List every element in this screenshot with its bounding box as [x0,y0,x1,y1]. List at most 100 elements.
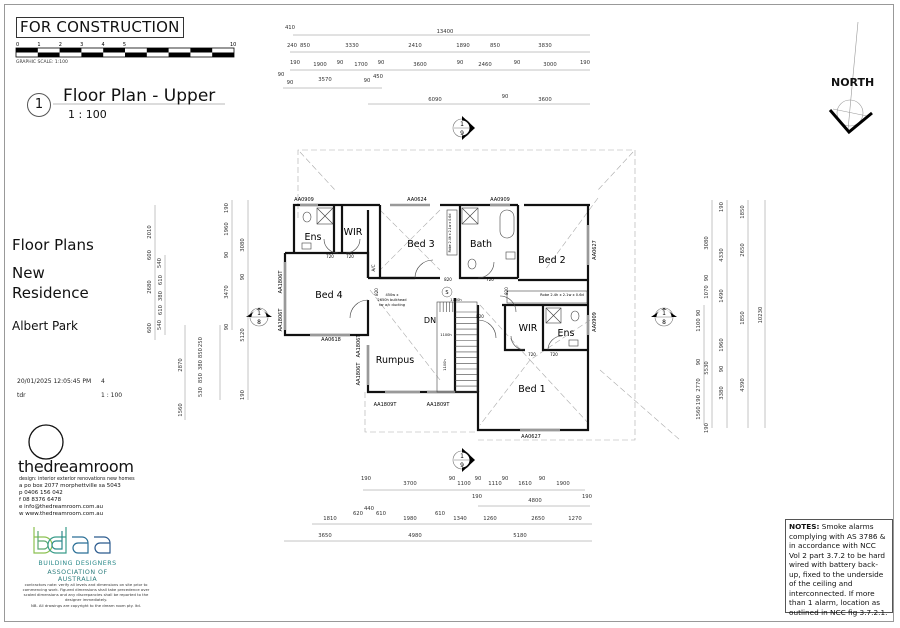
dimension-label: 600 [147,322,153,333]
section-sheet: 9 [460,462,464,469]
dimension-label: 380 [158,290,164,301]
dimension-label: 3080 [240,238,246,252]
dimension-label: 4330 [719,248,725,262]
dimension-label: 1100 [457,481,471,487]
title-block-scale: 1 : 100 [101,392,123,399]
annotation-label: 1100h [440,333,451,337]
dimension-label: 90 [224,251,230,258]
sheet-border [4,4,894,622]
scale-segment [146,48,169,53]
contact-fax: f 08 8376 6478 [19,497,62,503]
dimension-label: 190 [361,476,372,482]
graphic-scale-label: GRAPHIC SCALE: 1:100 [16,60,68,65]
dimension-label: 13400 [437,29,454,35]
annotation-label: 720 [326,254,334,259]
room-label-bath: Bath [470,239,492,250]
dimension-label: 6090 [428,97,442,103]
association-name: BUILDING DESIGNERS ASSOCIATION OF AUSTRA… [30,560,125,583]
dimension-label: 190 [580,60,591,66]
scale-tick-label: 1 [37,42,40,48]
dimension-label: 2410 [408,43,422,49]
window-tag: AA1809T [427,402,451,408]
dimension-label: 610 [158,304,164,315]
section-number: 1 [460,453,464,460]
room-label-ens: Ens [305,232,322,243]
dimension-label: 850 [490,43,501,49]
smoke-alarm-symbol: S [445,290,448,296]
dimension-label: 600 [147,249,153,260]
window-tag: AA1809T [374,402,398,408]
disclaimer-text: contractors note: verify all levels and … [22,582,150,602]
scale-segment [125,52,147,57]
contact-website: w www.thedreamroom.com.au [19,511,104,517]
section-marker[interactable]: 18 [246,307,272,327]
section-sheet: 9 [460,130,464,137]
drawn-by: tdr [17,392,26,399]
room-label-wir: WIR [344,227,363,238]
dimension-label: 1490 [719,289,725,303]
dimension-label: 850 [300,43,311,49]
dimension-label: 190 [224,202,230,213]
dimension-label: 190 [696,394,702,405]
north-arrow-icon [828,21,873,135]
dimension-label: 90 [704,274,710,281]
dimension-label: 2870 [178,358,184,372]
dimension-label: 380 [198,359,204,370]
dimension-label: 2680 [147,280,153,294]
dimension-label: 3830 [538,43,552,49]
dimension-label: 540 [157,257,163,268]
dimension-label: 3000 [543,62,557,68]
dimension-label: 440 [364,506,375,512]
scale-tick-label: 3 [80,42,83,48]
dimension-label: 1960 [719,338,725,352]
dimension-label: 90 [337,60,344,66]
sheet-title: Floor Plans [12,236,94,254]
window-tag: AA0909 [490,197,510,203]
scale-segment [103,48,125,53]
dimension-label: 2460 [478,62,492,68]
section-marker[interactable]: 19 [452,448,475,472]
annotation-label: 1100h [443,359,447,370]
dimension-label: 1850 [740,205,746,219]
window-tag: AA0909 [294,197,314,203]
dimension-label: 240 [287,43,298,49]
dimension-label: 90 [449,476,456,482]
section-number: 1 [662,310,666,317]
dimension-label: 5530 [704,361,710,375]
section-marker[interactable]: 18 [651,307,677,327]
dimension-label: 190 [290,60,301,66]
project-name-line1: New [12,264,45,282]
dimension-label: 2010 [147,225,153,239]
dimension-label: 3080 [704,236,710,250]
company-name: thedreamroom [18,457,134,476]
annotation-label: 1100h [450,298,461,302]
dimension-label: 3570 [318,77,332,83]
room-label-bed-2: Bed 2 [538,255,565,266]
scale-tick-label: 0 [16,42,19,48]
annotation-label: Robe 2.4h x 2.1w x 0.6d [448,214,452,253]
contact-address: a po box 2077 morphettville sa 5043 [19,483,121,489]
dimension-label: 90 [696,309,702,316]
bdaa-logo [33,527,111,554]
scale-segment [16,48,38,53]
dimension-label: 190 [719,201,725,212]
room-label-wir: WIR [519,323,538,334]
room-label-bed-1: Bed 1 [518,384,545,395]
dimension-label: 2650 [531,516,545,522]
annotation-label: Robe 2.4h x 2.1w x 0.6d [540,293,584,297]
north-label: NORTH [831,76,875,89]
dimension-label: 450 [373,74,384,80]
annotation-label: 820 [444,277,452,282]
association-line2: ASSOCIATION OF AUSTRALIA [47,569,108,583]
dimension-label: 4800 [528,498,542,504]
dimension-label: 3470 [224,285,230,299]
section-number: 1 [460,121,464,128]
dimension-label: 1700 [354,62,368,68]
dimension-label: 90 [378,60,385,66]
dimension-label: 1270 [568,516,582,522]
section-marker[interactable]: 19 [452,116,475,140]
dimension-label: 190 [582,494,593,500]
annotation-label: 820 [374,288,379,296]
scale-segment [168,52,191,57]
